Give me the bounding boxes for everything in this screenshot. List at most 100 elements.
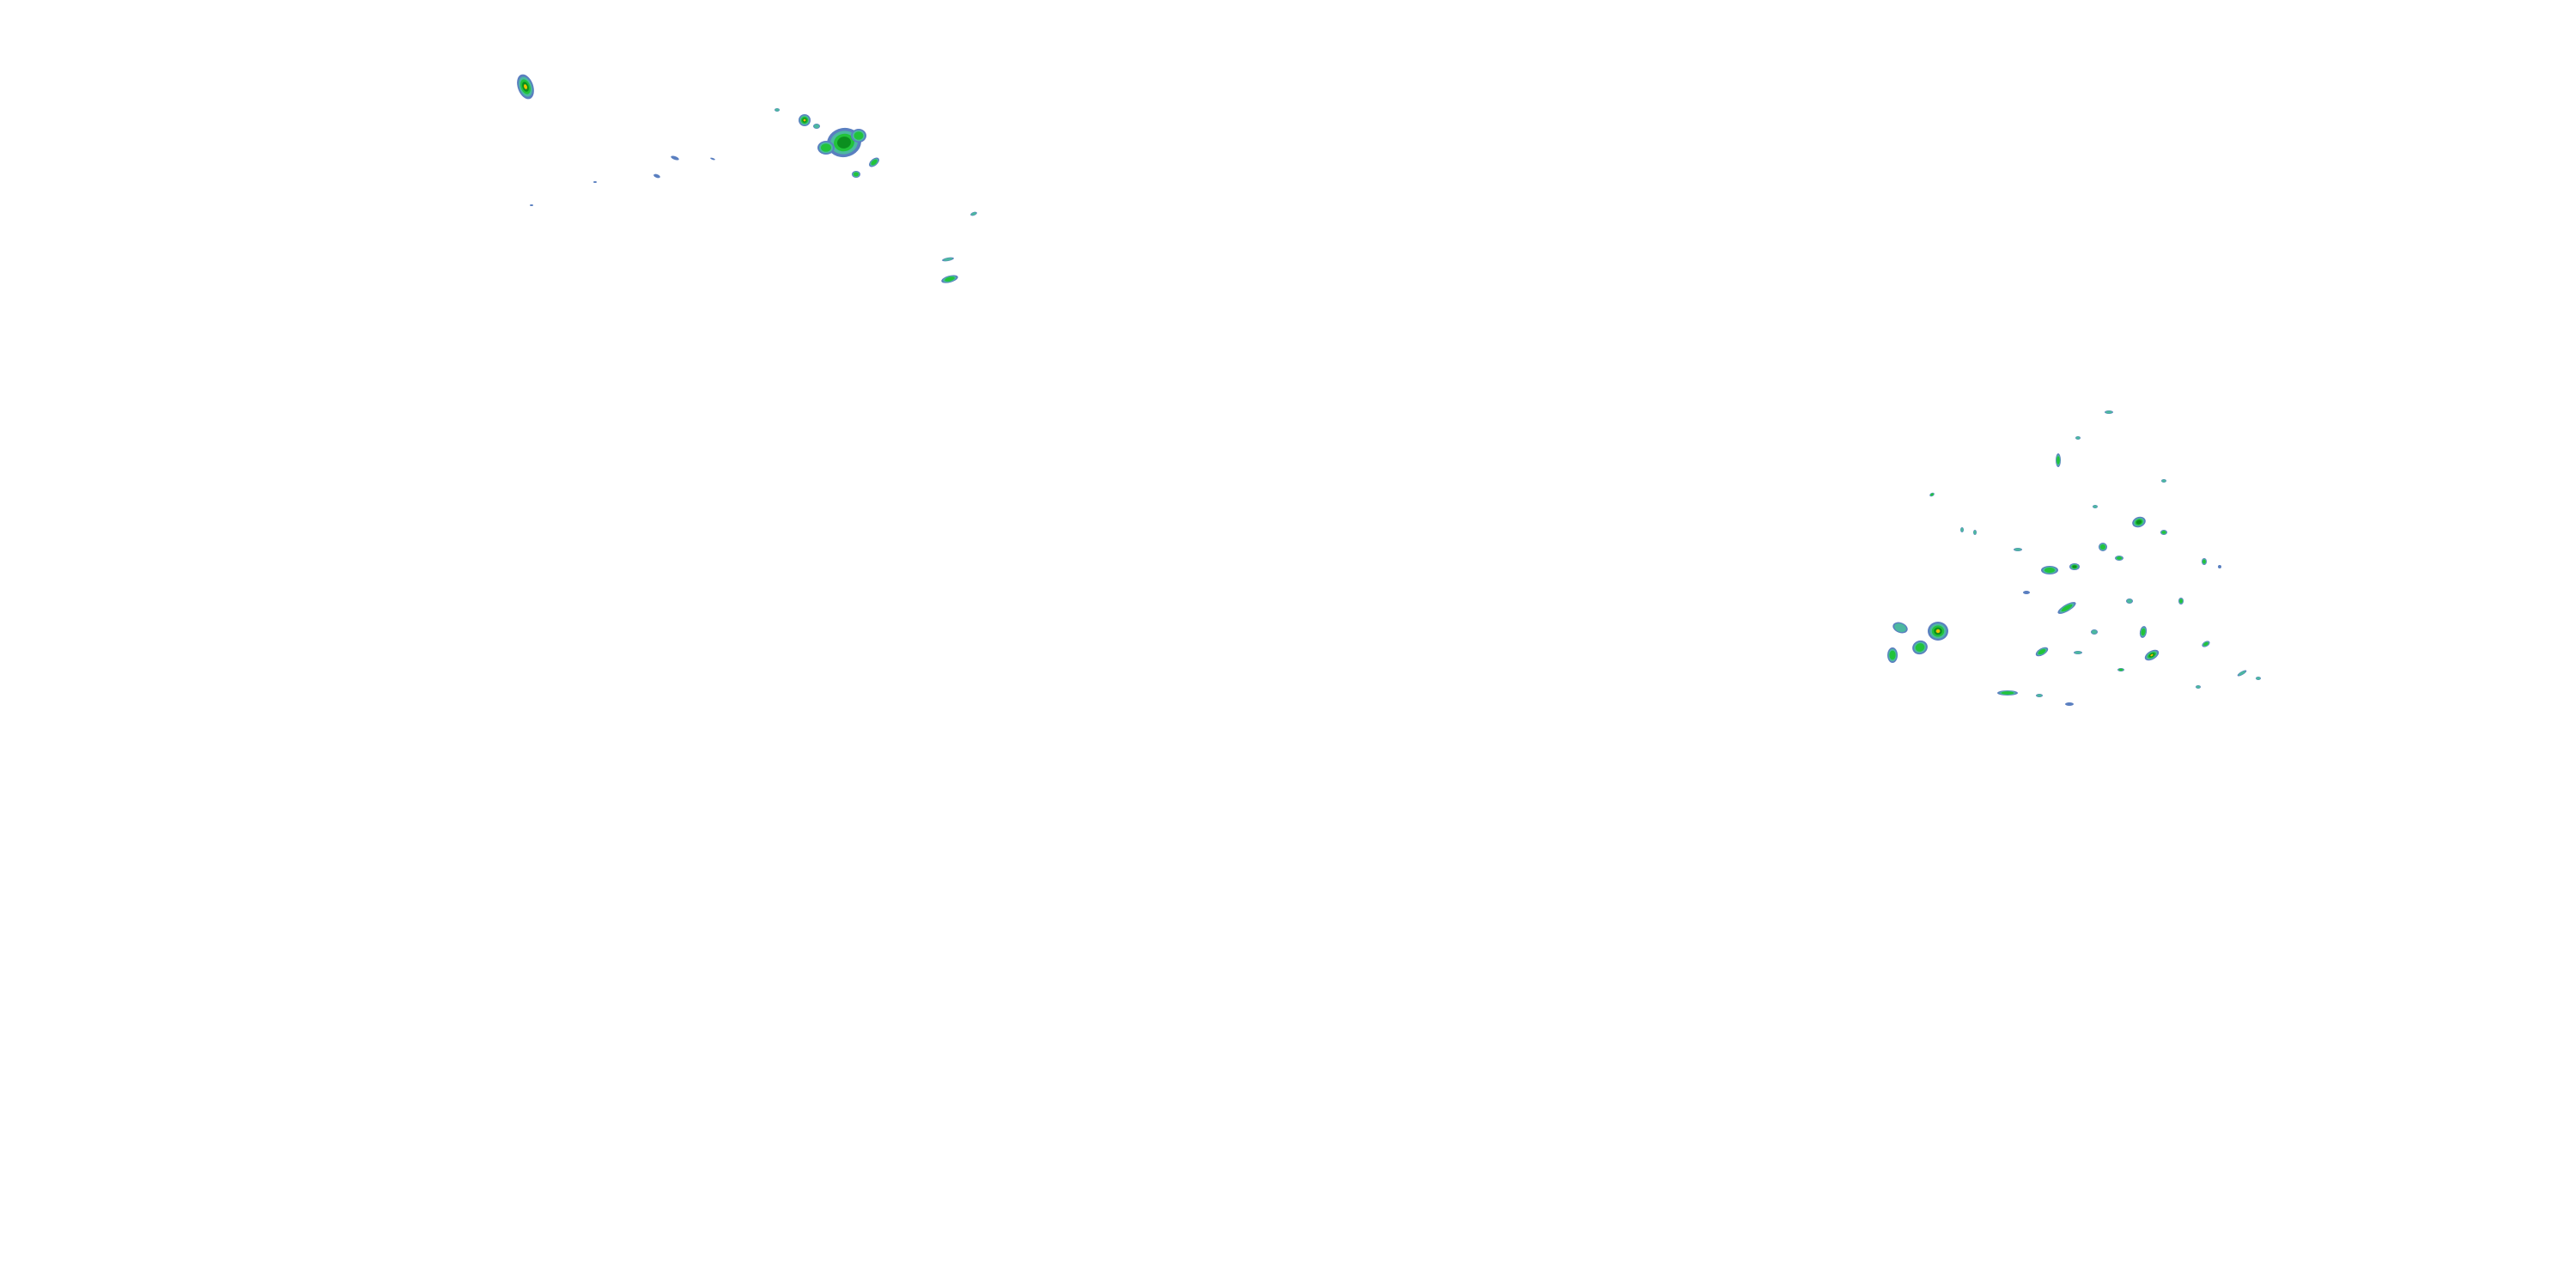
radar-echo-cell xyxy=(2256,677,2261,680)
reflectivity-band xyxy=(2105,410,2112,414)
reflectivity-band xyxy=(2014,548,2021,551)
reflectivity-band xyxy=(2203,641,2208,647)
radar-echo-cell xyxy=(1887,647,1898,663)
reflectivity-band xyxy=(2091,629,2098,635)
radar-echo-cell xyxy=(851,129,866,143)
radar-echo-cell xyxy=(2202,641,2210,647)
reflectivity-band xyxy=(524,84,527,89)
radar-echo-cell xyxy=(1928,622,1948,641)
reflectivity-band xyxy=(2141,628,2146,636)
reflectivity-band xyxy=(2038,648,2046,655)
reflectivity-band xyxy=(2238,671,2246,676)
reflectivity-band xyxy=(2093,505,2098,508)
radar-echo-cell xyxy=(813,124,820,129)
reflectivity-band xyxy=(2075,436,2081,440)
reflectivity-band xyxy=(710,157,715,161)
radar-echo-cell xyxy=(671,155,679,161)
reflectivity-band xyxy=(871,159,878,166)
radar-echo-cell xyxy=(2126,598,2133,604)
reflectivity-band xyxy=(1915,643,1925,652)
radar-echo-cell xyxy=(2056,453,2061,467)
reflectivity-band xyxy=(2150,653,2154,657)
radar-echo-cell xyxy=(970,211,977,216)
radar-echo-cell xyxy=(827,127,861,158)
reflectivity-band xyxy=(653,173,660,179)
reflectivity-band xyxy=(837,137,851,149)
reflectivity-band xyxy=(2161,479,2166,483)
reflectivity-band xyxy=(2161,531,2166,534)
radar-echo-cell xyxy=(2091,629,2098,635)
reflectivity-band xyxy=(1973,530,1977,535)
radar-echo-cell xyxy=(2074,651,2082,654)
radar-echo-cell xyxy=(817,141,835,155)
radar-echo-cell xyxy=(593,181,597,183)
reflectivity-band xyxy=(1889,650,1896,660)
reflectivity-band xyxy=(2065,702,2074,706)
reflectivity-band xyxy=(2023,591,2030,594)
radar-echo-cell xyxy=(2144,649,2160,661)
radar-echo-cell xyxy=(852,171,860,178)
reflectivity-band xyxy=(854,172,859,177)
reflectivity-band xyxy=(2075,651,2081,654)
radar-echo-cell xyxy=(2093,505,2098,508)
reflectivity-band xyxy=(2057,456,2060,465)
radar-echo-cell xyxy=(799,114,811,126)
radar-echo-cell xyxy=(517,74,534,100)
radar-echo-cell xyxy=(942,257,954,262)
reflectivity-band xyxy=(2196,685,2201,689)
reflectivity-band xyxy=(1930,493,1934,496)
radar-echo-cell xyxy=(2014,548,2022,551)
radar-echo-cell xyxy=(2132,516,2146,528)
reflectivity-band xyxy=(854,131,864,140)
radar-echo-cell xyxy=(1960,527,1964,532)
reflectivity-band xyxy=(2126,598,2133,604)
reflectivity-band xyxy=(2202,559,2206,564)
radar-echo-cell xyxy=(2117,668,2124,671)
reflectivity-band xyxy=(2100,544,2105,550)
radar-echo-cell xyxy=(2237,670,2247,677)
radar-echo-cell xyxy=(869,157,879,167)
radar-echo-cell xyxy=(2202,558,2207,565)
radar-echo-cell xyxy=(2139,626,2148,638)
radar-echo-cell xyxy=(2099,543,2107,551)
reflectivity-band xyxy=(2179,598,2183,604)
reflectivity-band xyxy=(2117,556,2122,560)
radar-echo-cell xyxy=(2065,702,2074,706)
radar-echo-cell xyxy=(2161,479,2166,483)
reflectivity-band xyxy=(813,124,820,129)
radar-echo-cell xyxy=(775,108,780,112)
reflectivity-band xyxy=(2044,568,2055,573)
reflectivity-band xyxy=(2118,668,2123,671)
radar-echo-cell xyxy=(2196,685,2201,689)
radar-echo-cell xyxy=(2057,602,2076,614)
reflectivity-band xyxy=(530,204,533,206)
radar-echo-cell xyxy=(653,173,660,179)
reflectivity-band xyxy=(2218,565,2221,568)
reflectivity-band xyxy=(945,276,955,282)
radar-echo-cell xyxy=(1893,622,1908,634)
radar-echo-cell xyxy=(2115,556,2123,561)
radar-echo-cell xyxy=(1973,530,1977,535)
radar-echo-cell xyxy=(1912,640,1928,655)
reflectivity-band xyxy=(821,143,831,152)
radar-echo-cell xyxy=(2035,647,2049,657)
reflectivity-band xyxy=(970,212,977,216)
radar-echo-cell xyxy=(710,157,715,161)
reflectivity-band xyxy=(1935,629,1941,634)
reflectivity-band xyxy=(2256,677,2261,680)
radar-echo-cell xyxy=(2075,436,2081,440)
reflectivity-band xyxy=(2036,694,2043,697)
radar-echo-cell xyxy=(1929,492,1935,497)
radar-echo-cell xyxy=(2041,566,2058,574)
radar-echo-cell xyxy=(2105,410,2113,414)
reflectivity-band xyxy=(803,118,806,122)
reflectivity-band xyxy=(2061,604,2073,612)
reflectivity-band xyxy=(1894,623,1906,633)
radar-echo-cell xyxy=(2036,694,2043,697)
radar-echo-cell xyxy=(2069,563,2080,570)
radar-echo-cell xyxy=(1997,690,2018,696)
reflectivity-band xyxy=(593,181,597,183)
reflectivity-band xyxy=(1960,527,1964,532)
